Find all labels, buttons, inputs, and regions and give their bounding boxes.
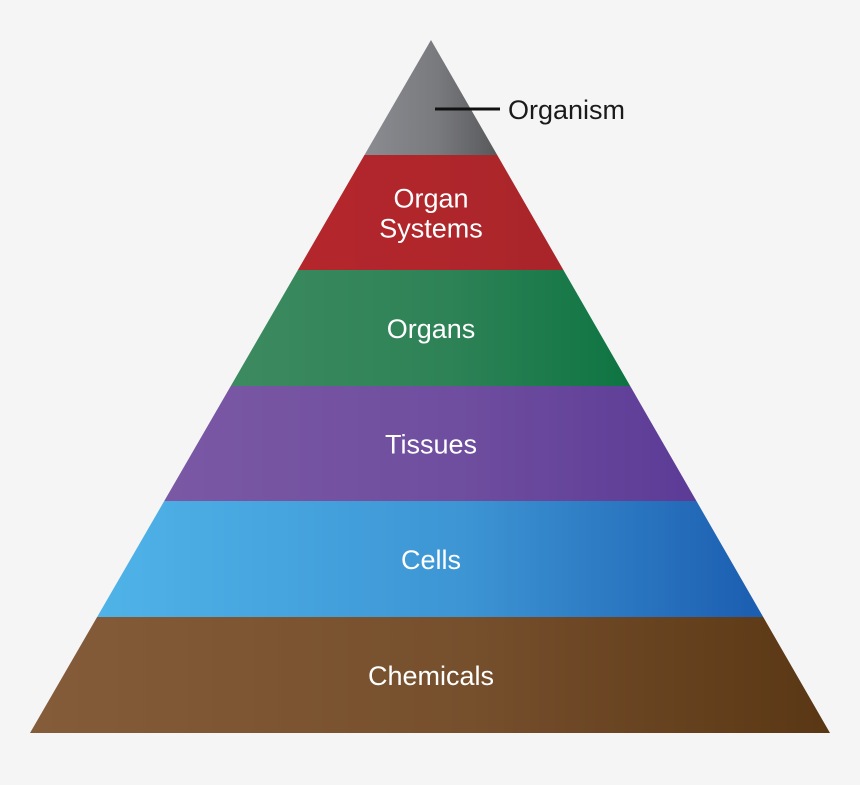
- organism-label: Organism: [508, 95, 625, 125]
- tier-label: Chemicals: [368, 661, 494, 691]
- pyramid-tier-chemicals: [30, 617, 830, 733]
- tier-label: Systems: [379, 214, 483, 244]
- pyramid-tier-organism: [364, 40, 498, 155]
- tier-label: Cells: [401, 545, 461, 575]
- tier-label: Tissues: [385, 430, 477, 460]
- pyramid-tier-cells: [97, 501, 764, 617]
- tier-label: Organ: [393, 184, 468, 214]
- pyramid-tier-organ-systems: [297, 155, 564, 270]
- pyramid-tier-organs: [230, 270, 631, 386]
- pyramid-tier-tissues: [164, 386, 697, 501]
- tier-label: Organs: [387, 314, 476, 344]
